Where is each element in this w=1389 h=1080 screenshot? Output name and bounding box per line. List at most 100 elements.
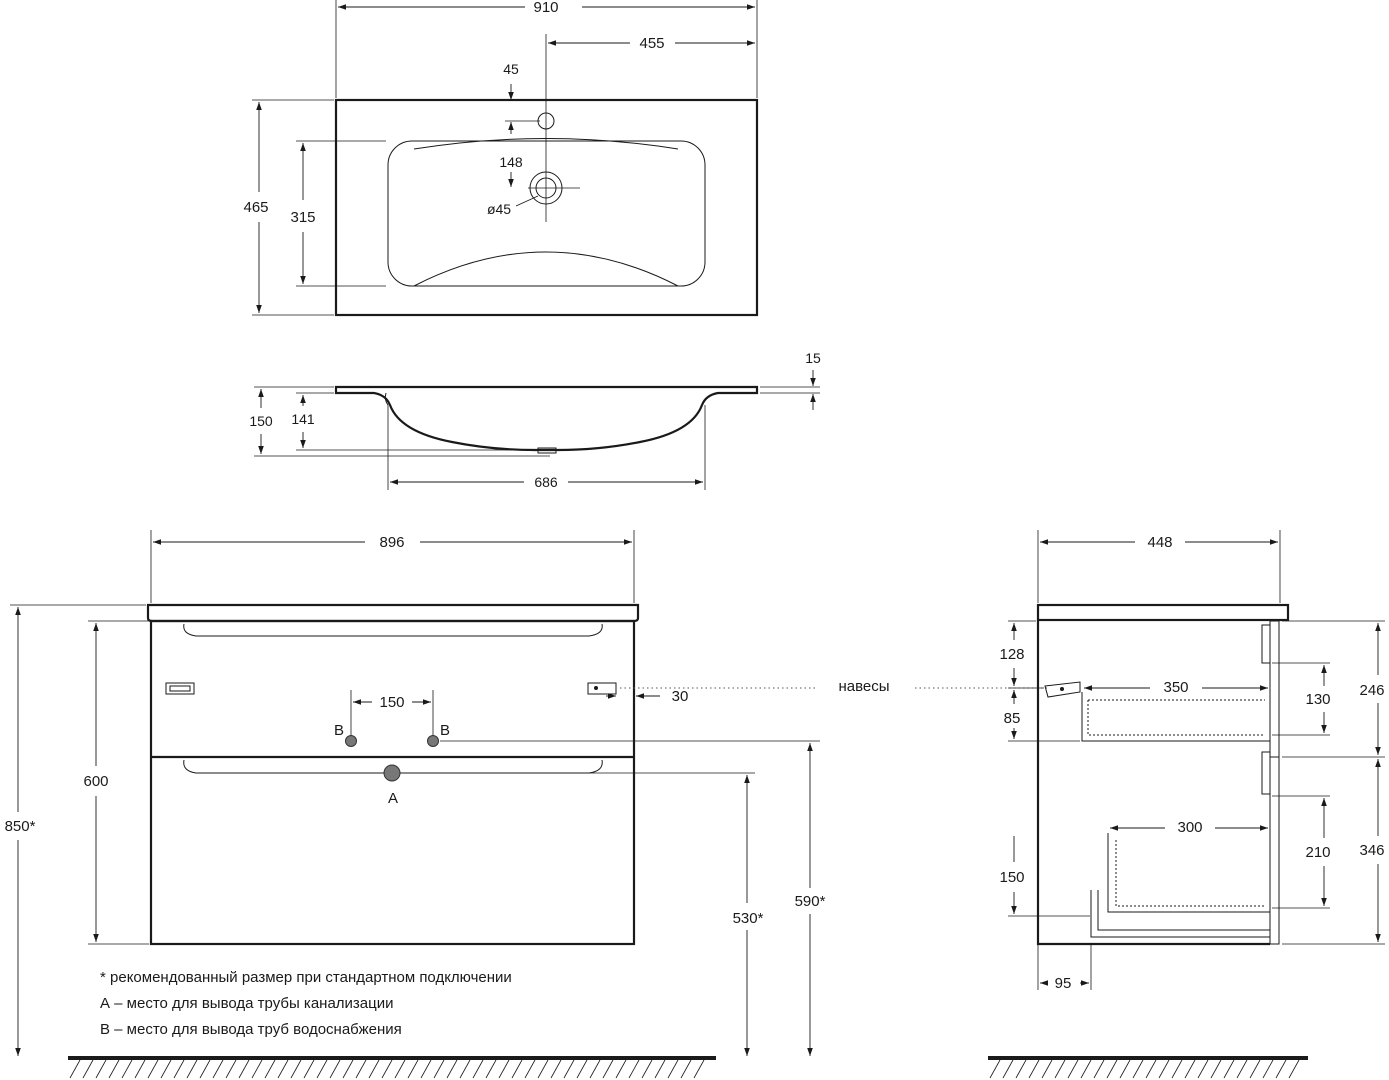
ground-hatch-line — [628, 1059, 640, 1079]
note-recommended: * рекомендованный размер при стандартном… — [100, 969, 512, 986]
ground-front — [68, 1056, 716, 1079]
ground-hatch-line — [95, 1059, 107, 1079]
ground-hatch-line — [1093, 1059, 1105, 1079]
side-upper-front — [1269, 620, 1280, 758]
ground-hatch-line — [1223, 1059, 1235, 1079]
ground-hatch-line — [1249, 1059, 1261, 1079]
ground-hatch-line — [989, 1059, 1001, 1079]
dim-supply-height: 590* — [795, 893, 826, 910]
ground-hatch-line — [186, 1059, 198, 1079]
ground-hatch-line — [1028, 1059, 1040, 1079]
ground-hatch-line — [134, 1059, 146, 1079]
dim-side-depth: 448 — [1147, 534, 1172, 551]
ground-hatch-line — [576, 1059, 588, 1079]
ground-side — [988, 1056, 1308, 1079]
ground-hatch-line — [654, 1059, 666, 1079]
ground-hatch-line — [316, 1059, 328, 1079]
dim-upper-gap: 85 — [1004, 710, 1021, 727]
ground-hatch-line — [1067, 1059, 1079, 1079]
dim-top-width: 910 — [533, 0, 558, 16]
ground-hatch-line — [199, 1059, 211, 1079]
ground-hatch-line — [1145, 1059, 1157, 1079]
ground-hatch-line — [238, 1059, 250, 1079]
dim-drain-height: 530* — [733, 910, 764, 927]
ground-hatch-line — [641, 1059, 653, 1079]
ground-hatch-line — [1015, 1059, 1027, 1079]
supply-pipe-left — [345, 735, 357, 747]
dim-back-offset: 95 — [1055, 975, 1072, 992]
front-view: B B A 896 150 30 600 850* 530* — [5, 530, 826, 1056]
dim-lower-front: 346 — [1359, 842, 1384, 859]
note-drain: А – место для вывода трубы канализации — [100, 995, 393, 1012]
ground-hatch-line — [1041, 1059, 1053, 1079]
supply-pipe-right — [427, 735, 439, 747]
ground-hatch-line — [82, 1059, 94, 1079]
ground-hatch-line — [342, 1059, 354, 1079]
ground-hatch-line — [667, 1059, 679, 1079]
dim-bowl-height: 141 — [291, 411, 315, 427]
ground-hatch-line — [537, 1059, 549, 1079]
dim-bottom-gap: 150 — [999, 869, 1024, 886]
dim-lower-drawer-depth: 300 — [1177, 819, 1202, 836]
section-view: 15 150 141 686 — [249, 350, 821, 490]
ground-hatch-line — [251, 1059, 263, 1079]
side-lower-handle — [1261, 751, 1271, 795]
dim-upper-front: 246 — [1359, 682, 1384, 699]
ground-hatch-line — [160, 1059, 172, 1079]
ground-hatch-line — [225, 1059, 237, 1079]
dim-top-offset: 128 — [999, 646, 1024, 663]
dim-total-height: 850* — [5, 818, 36, 835]
ground-hatch-line — [368, 1059, 380, 1079]
dim-cabinet-height: 600 — [83, 773, 108, 790]
dim-tap-offset: 45 — [503, 61, 519, 77]
ground-hatch-line — [173, 1059, 185, 1079]
side-lower-front — [1269, 756, 1280, 945]
notes: * рекомендованный размер при стандартном… — [100, 969, 512, 1038]
ground-hatch-line — [589, 1059, 601, 1079]
ground-hatch-line — [511, 1059, 523, 1079]
ground-hatch-line — [1158, 1059, 1170, 1079]
ground-hatch-line — [1236, 1059, 1248, 1079]
side-hinge — [1044, 681, 1081, 698]
side-view: 448 350 300 95 128 85 150 130 — [999, 530, 1385, 992]
dim-front-width: 896 — [379, 534, 404, 551]
ground-hatch-line — [498, 1059, 510, 1079]
ground-hatch-line — [1275, 1059, 1287, 1079]
ground-hatch-line — [420, 1059, 432, 1079]
ground-hatch-line — [1002, 1059, 1014, 1079]
basin-section — [334, 385, 759, 452]
ground-hatch-line — [355, 1059, 367, 1079]
hinge-left — [165, 682, 195, 695]
dim-half-width: 455 — [639, 35, 664, 52]
drain-outlet — [537, 447, 557, 454]
ground-hatch-line — [1171, 1059, 1183, 1079]
basin-front-edge — [146, 603, 640, 623]
ground-hatch-line — [550, 1059, 562, 1079]
upper-handle — [183, 623, 603, 637]
side-basin-edge — [1036, 603, 1290, 622]
dim-pipe-spacing: 150 — [379, 694, 404, 711]
ground-hatch-line — [433, 1059, 445, 1079]
ground-hatch-line — [277, 1059, 289, 1079]
bowl-curve-bottom — [413, 251, 679, 287]
ground-hatch-line — [1210, 1059, 1222, 1079]
side-cabinet-body — [1036, 620, 1270, 946]
ground-hatch-line — [1197, 1059, 1209, 1079]
ground-hatch-line — [1184, 1059, 1196, 1079]
ground-hatch-line — [407, 1059, 419, 1079]
bowl-outline — [387, 140, 706, 287]
ground-hatch-line — [212, 1059, 224, 1079]
drain-pipe — [383, 764, 401, 782]
dim-drain-diameter: ø45 — [487, 201, 511, 217]
ground-hatch-line — [472, 1059, 484, 1079]
ground-hatch-line — [121, 1059, 133, 1079]
ground-hatch-line — [329, 1059, 341, 1079]
top-view: 910 455 45 148 ø45 465 315 — [243, 0, 759, 317]
dim-lower-drawer-height: 210 — [1305, 844, 1330, 861]
ground-hatch-line — [446, 1059, 458, 1079]
dim-hinge-offset: 30 — [672, 688, 689, 705]
ground-hatch-line — [290, 1059, 302, 1079]
label-b-right: B — [440, 722, 450, 739]
ground-hatch-line — [459, 1059, 471, 1079]
